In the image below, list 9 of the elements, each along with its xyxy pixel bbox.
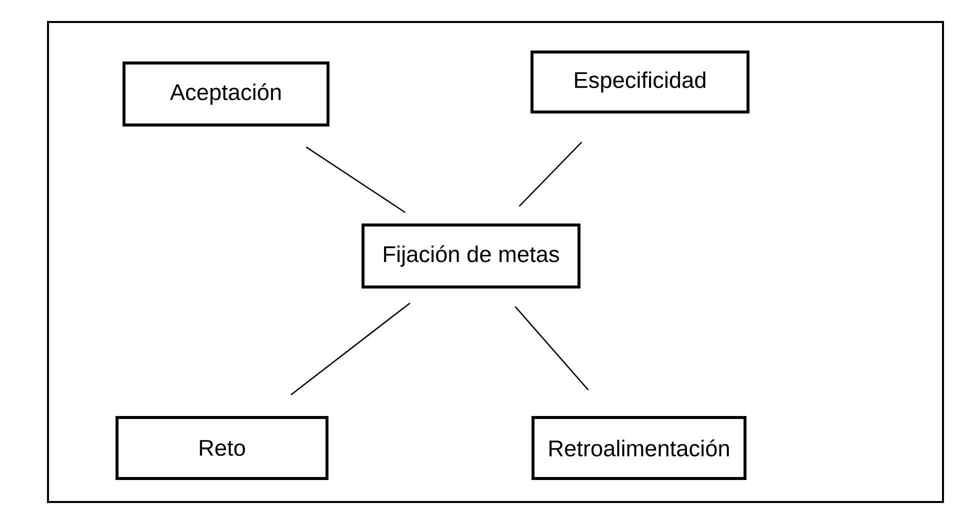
connector-line: [518, 142, 582, 207]
concept-box: Especificidad: [530, 50, 750, 114]
connector-line: [514, 306, 589, 390]
concept-box: Reto: [116, 416, 328, 480]
concept-box: Aceptación: [122, 62, 330, 126]
concept-box: Retroalimentación: [532, 416, 746, 480]
connector-line: [306, 146, 406, 214]
connector-line: [290, 302, 410, 396]
concept-box: Fijación de metas: [362, 224, 580, 288]
